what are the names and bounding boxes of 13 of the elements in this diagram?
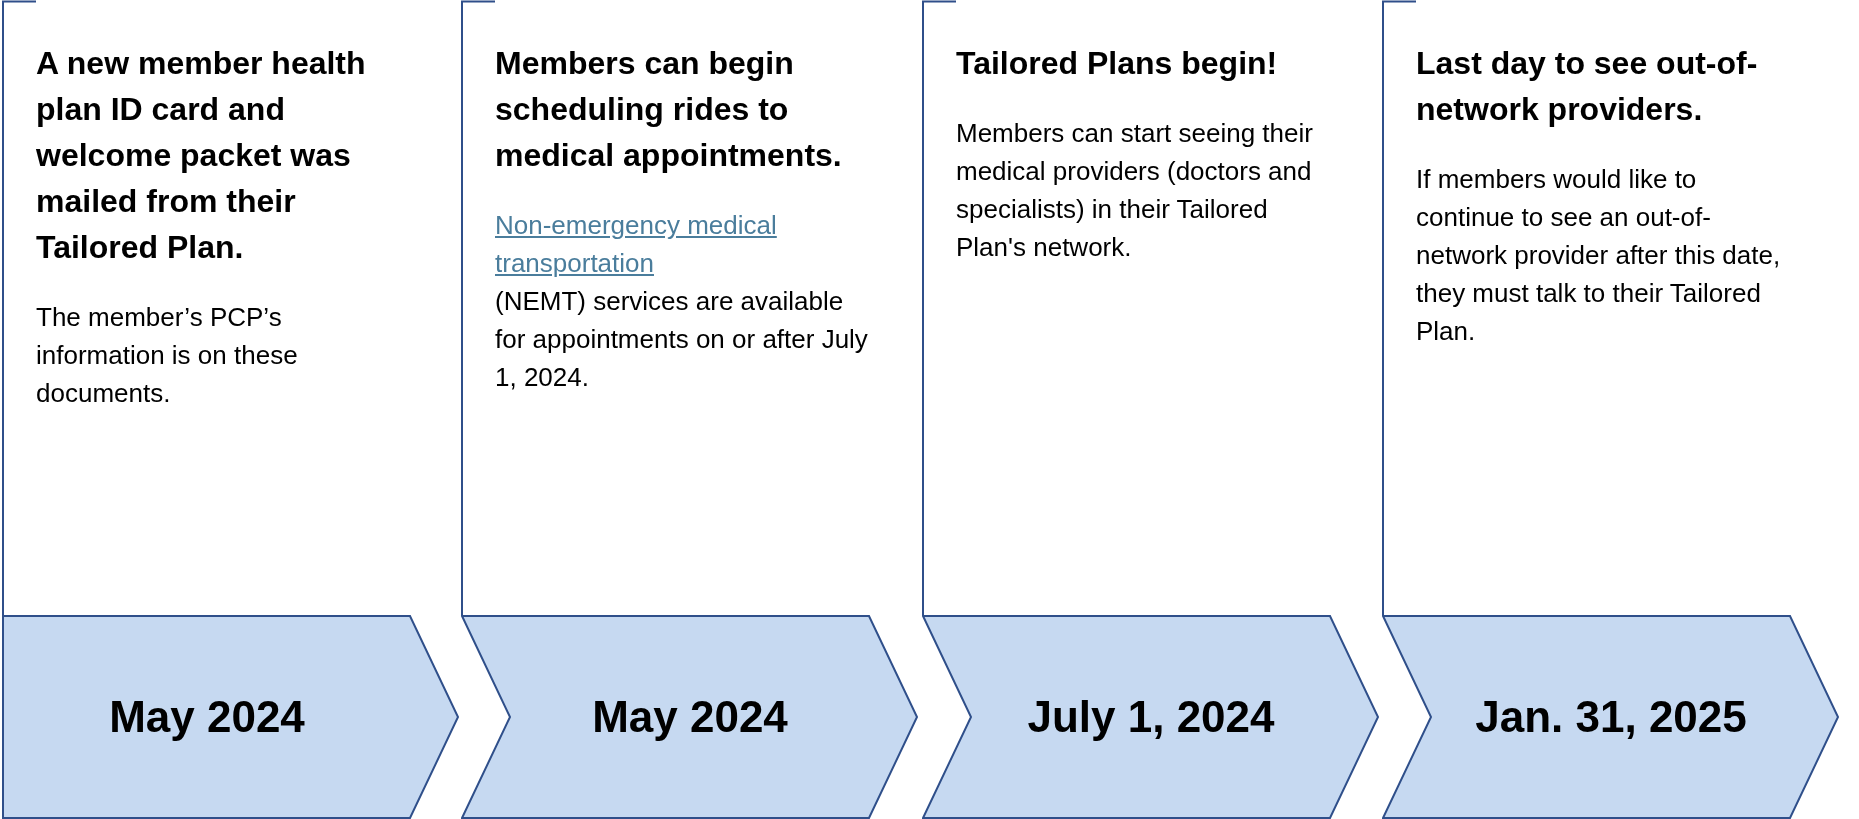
date-label: July 1, 2024 [1027, 691, 1275, 743]
panel-body: (NEMT) services are available for appointments on or after July 1, 2024. [495, 285, 869, 394]
date-label: May 2024 [592, 691, 788, 743]
panel-heading: Tailored Plans begin! [956, 44, 1279, 83]
date-label: Jan. 31, 2025 [1475, 691, 1747, 743]
panel-body: Members can start seeing their medical providers (doctors and specialists) in their Tailored Plan's network. [956, 117, 1314, 264]
panel-heading: A new member health plan ID card and welcome packet was mailed from their Tailored Plan. [36, 44, 367, 267]
panel-body: The member’s PCP’s information is on these documents. [36, 301, 299, 410]
date-label: May 2024 [109, 691, 305, 743]
panel-body: If members would like to continue to see an out-of-network provider after this date, they must talk to their Tailored Plan. [1416, 163, 1782, 348]
panel-heading: Last day to see out-of-network providers. [1416, 44, 1759, 129]
panel-heading: Members can begin scheduling rides to medical appointments. [495, 44, 843, 175]
link: Non-emergency medical transportation [495, 209, 778, 280]
